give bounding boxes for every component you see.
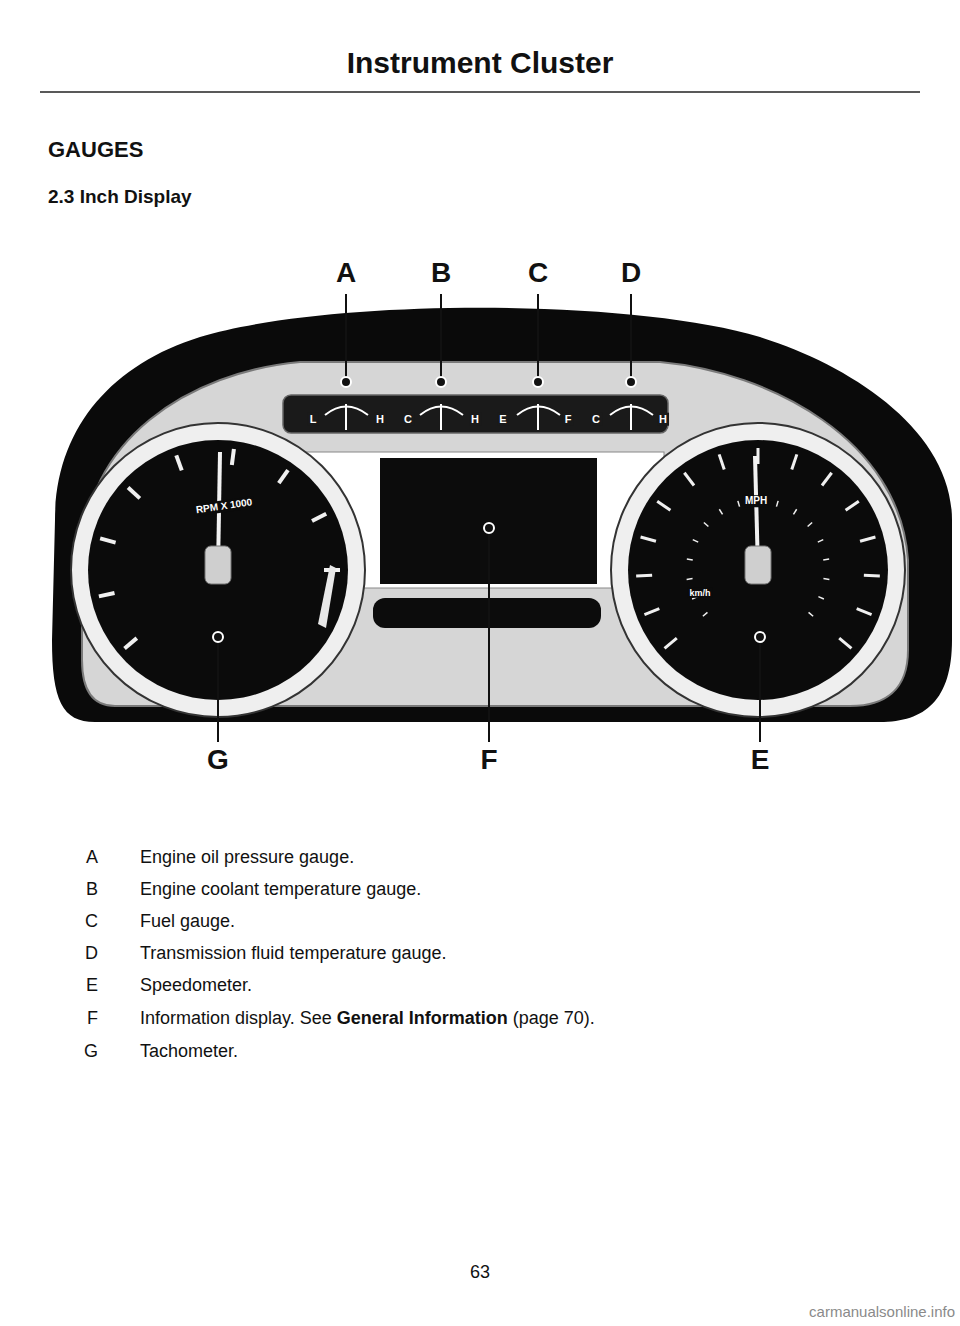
callout-letter: A: [336, 257, 356, 289]
scale-label: L: [308, 413, 319, 426]
tick-mark: [128, 488, 140, 499]
redline-band: [318, 565, 336, 628]
tick-mark: [808, 523, 813, 527]
key-text: Transmission fluid temperature gauge.: [140, 943, 446, 964]
tick-mark: [636, 574, 652, 578]
tick-mark: [232, 449, 234, 465]
dial-label: MPH: [743, 495, 769, 507]
scale-label: C: [402, 413, 414, 426]
tick-mark: [818, 597, 823, 599]
tick-mark: [665, 638, 677, 648]
tick-mark: [125, 638, 137, 648]
tick-mark: [839, 638, 851, 648]
key-letter: F: [87, 1008, 98, 1029]
key-text: Engine oil pressure gauge.: [140, 847, 354, 868]
scale-label: H: [469, 413, 481, 426]
tick-mark: [823, 578, 829, 580]
tick-mark: [864, 574, 880, 578]
cluster-bezel: [82, 362, 908, 706]
tick-mark: [846, 501, 859, 510]
tick-mark: [818, 540, 823, 543]
scale-label: C: [590, 413, 602, 426]
key-text: Fuel gauge.: [140, 911, 235, 932]
key-letter: D: [85, 943, 98, 964]
key-letter: C: [85, 911, 98, 932]
key-text: Tachometer.: [140, 1041, 238, 1062]
cluster-housing: [52, 308, 952, 722]
callout-letter: G: [207, 744, 229, 776]
section-heading: GAUGES: [48, 137, 143, 162]
tachometer-hub: [205, 546, 231, 584]
key-text: Information display. See: [140, 1008, 332, 1029]
tick-mark: [793, 509, 796, 514]
tick-mark: [792, 454, 797, 469]
callout-letter: B: [431, 257, 451, 289]
tick-mark: [704, 523, 709, 527]
tick-mark: [687, 578, 693, 580]
gauge-strip: [283, 395, 668, 433]
key-letter: B: [86, 879, 98, 900]
page-number: 63: [470, 1262, 490, 1283]
header-rule: [40, 91, 920, 93]
tick-mark: [99, 593, 115, 596]
tick-mark: [657, 501, 670, 510]
dial-label: km/h: [687, 588, 712, 598]
tick-mark: [738, 501, 740, 507]
tick-mark: [822, 473, 832, 486]
lower-bar: [373, 598, 601, 628]
tick-mark: [176, 455, 181, 470]
key-letter: E: [86, 975, 98, 996]
tick-mark: [312, 514, 326, 521]
scale-label: E: [497, 413, 508, 426]
key-letter: G: [84, 1041, 98, 1062]
tick-mark: [693, 540, 698, 543]
key-text: Engine coolant temperature gauge.: [140, 879, 421, 900]
tick-mark: [703, 612, 708, 616]
tick-mark: [719, 454, 724, 469]
tick-mark: [776, 501, 778, 507]
tick-mark: [857, 609, 872, 615]
callout-letter: F: [480, 744, 497, 776]
key-text: Speedometer.: [140, 975, 252, 996]
tick-mark: [687, 558, 693, 560]
page-title: Instrument Cluster: [347, 46, 614, 81]
small-gauges: [325, 404, 653, 430]
tick-mark: [641, 537, 656, 541]
tick-mark: [644, 609, 659, 615]
scale-label: F: [563, 413, 574, 426]
callout-letter: D: [621, 257, 641, 289]
subheading: 2.3 Inch Display: [48, 186, 192, 208]
callout-letter: C: [528, 257, 548, 289]
tick-mark: [719, 509, 722, 514]
callout-letter: E: [751, 744, 770, 776]
tick-mark: [684, 473, 694, 486]
tick-mark: [860, 537, 875, 541]
tick-mark: [809, 612, 814, 616]
scale-label: H: [657, 413, 669, 426]
speedometer-ring: [611, 423, 905, 717]
tick-mark: [823, 558, 829, 560]
callout-dots: [213, 377, 765, 642]
tick-mark: [279, 470, 288, 483]
page-reference: (page 70).: [513, 1008, 595, 1029]
tick-mark: [100, 538, 115, 542]
watermark: carmanualsonline.info: [809, 1303, 955, 1320]
speedometer-hub: [745, 546, 771, 584]
cross-reference: General Information: [337, 1008, 508, 1029]
key-letter: A: [86, 847, 98, 868]
scale-label: H: [374, 413, 386, 426]
leader-lines: [218, 294, 760, 742]
speedometer-face: [628, 440, 888, 700]
